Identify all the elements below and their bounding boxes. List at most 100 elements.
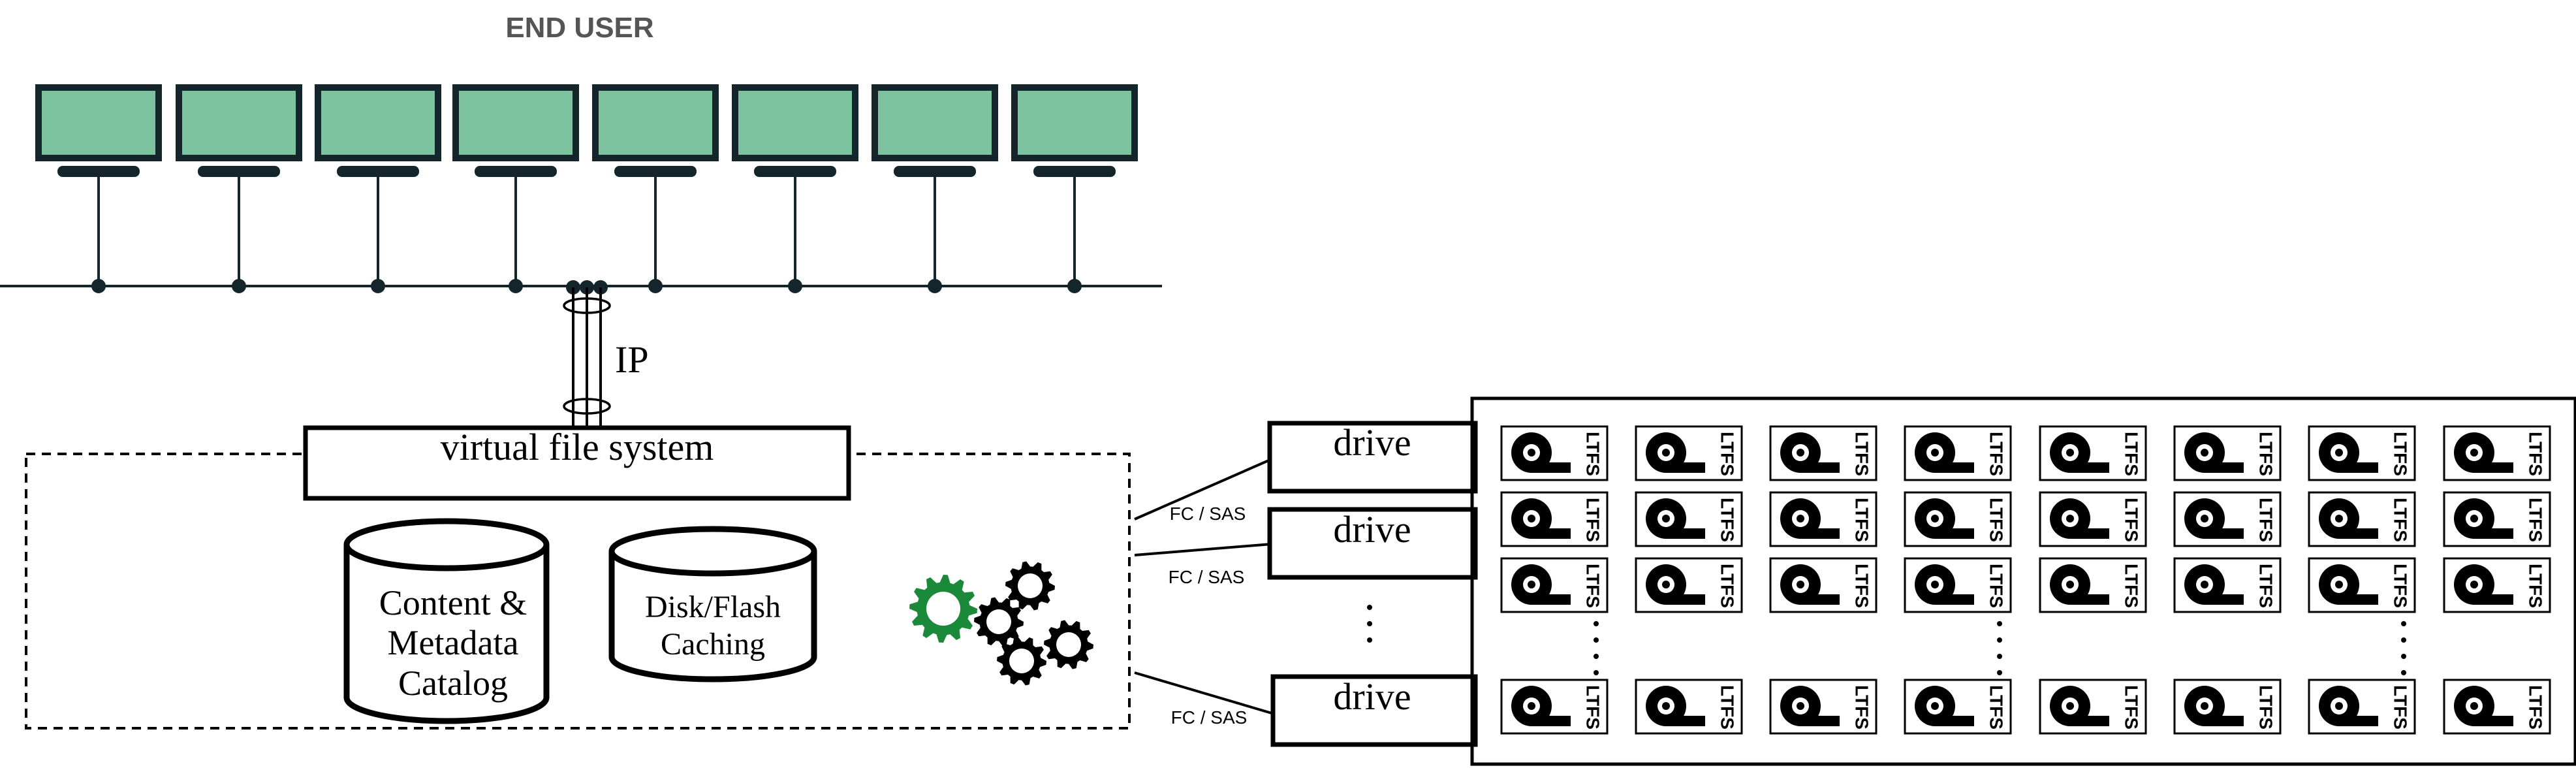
gear-icon — [1044, 620, 1093, 669]
ltfs-label: LTFS — [1987, 498, 2007, 542]
end-user-title: END USER — [505, 12, 653, 44]
ltfs-label: LTFS — [1987, 432, 2007, 476]
ltfs-label: LTFS — [2256, 685, 2276, 730]
ltfs-label: LTFS — [1852, 498, 1872, 542]
ltfs-tape-cartridge: LTFS — [2173, 491, 2282, 547]
ltfs-label: LTFS — [2526, 498, 2546, 542]
ltfs-tape-cartridge: LTFS — [1635, 679, 1743, 735]
ltfs-label: LTFS — [1852, 564, 1872, 608]
catalog-label-line-1: Content & — [379, 583, 527, 622]
tape-column-ellipsis — [1997, 621, 2002, 675]
ltfs-label: LTFS — [1852, 685, 1872, 730]
ltfs-label: LTFS — [2256, 564, 2276, 608]
ltfs-label: LTFS — [2122, 432, 2142, 476]
ltfs-label: LTFS — [2256, 498, 2276, 542]
client-monitor — [732, 84, 858, 293]
tape-library-slots: LTFS LTFS LTFS LTFS LTFS LTFS LTFS LTFS LTFS LTFS… — [1500, 425, 2551, 735]
ltfs-label: LTFS — [1583, 685, 1603, 730]
ltfs-tape-cartridge: LTFS — [1635, 491, 1743, 547]
cache-label-line-2: Caching — [661, 627, 765, 662]
ltfs-tape-cartridge: LTFS — [2173, 425, 2282, 481]
ltfs-label: LTFS — [2526, 432, 2546, 476]
ltfs-tape-cartridge: LTFS — [2308, 491, 2416, 547]
ltfs-label: LTFS — [2391, 432, 2411, 476]
ltfs-label: LTFS — [1987, 685, 2007, 730]
ltfs-tape-cartridge: LTFS — [1769, 491, 1877, 547]
ltfs-label: LTFS — [1718, 564, 1738, 608]
cache-storage-icon — [608, 526, 817, 682]
ltfs-tape-cartridge: LTFS — [2308, 557, 2416, 613]
ltfs-label: LTFS — [1718, 685, 1738, 730]
ltfs-label: LTFS — [1852, 432, 1872, 476]
ltfs-label: LTFS — [2122, 564, 2142, 608]
catalog-label-line-3: Catalog — [398, 664, 508, 703]
ltfs-tape-cartridge: LTFS — [1769, 425, 1877, 481]
ltfs-tape-cartridge: LTFS — [2039, 679, 2147, 735]
ltfs-tape-cartridge: LTFS — [2443, 425, 2551, 481]
ltfs-label: LTFS — [2526, 564, 2546, 608]
ltfs-label: LTFS — [1583, 498, 1603, 542]
client-monitor — [35, 84, 162, 293]
ltfs-tape-cartridge: LTFS — [2443, 491, 2551, 547]
drive-box-1 — [1267, 421, 1478, 494]
catalog-database-icon — [343, 518, 550, 724]
ltfs-tape-cartridge: LTFS — [2039, 425, 2147, 481]
ltfs-tape-cartridge: LTFS — [1635, 557, 1743, 613]
ltfs-label: LTFS — [2256, 432, 2276, 476]
ltfs-tape-cartridge: LTFS — [2039, 557, 2147, 613]
ltfs-label: LTFS — [1987, 564, 2007, 608]
catalog-label-line-2: Metadata — [388, 623, 519, 662]
ltfs-label: LTFS — [2526, 685, 2546, 730]
tape-library-frame — [1470, 396, 2576, 766]
drive-ellipsis — [1367, 605, 1372, 643]
client-monitor — [592, 84, 719, 293]
gear-icon — [997, 636, 1046, 686]
ltfs-label: LTFS — [2391, 685, 2411, 730]
ltfs-tape-cartridge: LTFS — [1500, 679, 1609, 735]
drive-box-3 — [1270, 674, 1478, 747]
drive-label-3: drive — [1333, 675, 1411, 718]
ltfs-label: LTFS — [1583, 564, 1603, 608]
ltfs-tape-cartridge: LTFS — [1904, 679, 2012, 735]
ip-trunk — [563, 280, 611, 429]
gear-icon — [1005, 561, 1055, 611]
client-monitor — [315, 84, 441, 293]
virtual-file-system-label: virtual file system — [441, 426, 714, 468]
client-monitor — [452, 84, 579, 293]
ltfs-tape-cartridge: LTFS — [1635, 425, 1743, 481]
gear-icon — [974, 597, 1024, 647]
ltfs-tape-cartridge: LTFS — [2443, 679, 2551, 735]
drive-label-1: drive — [1333, 421, 1411, 464]
end-user-monitors — [35, 84, 1138, 293]
ip-label: IP — [615, 338, 649, 381]
ltfs-label: LTFS — [2122, 685, 2142, 730]
processing-gears-icon — [909, 561, 1093, 686]
drive-link-line-2 — [1134, 543, 1272, 556]
ltfs-label: LTFS — [2391, 498, 2411, 542]
ltfs-tape-cartridge: LTFS — [1904, 425, 2012, 481]
ltfs-label: LTFS — [2122, 498, 2142, 542]
ltfs-label: LTFS — [1718, 498, 1738, 542]
ltfs-tape-cartridge: LTFS — [1769, 557, 1877, 613]
ltfs-tape-cartridge: LTFS — [1769, 679, 1877, 735]
ltfs-tape-cartridge: LTFS — [2308, 425, 2416, 481]
ltfs-tape-cartridge: LTFS — [2308, 679, 2416, 735]
drive-link-label-1: FC / SAS — [1170, 504, 1246, 524]
ltfs-tape-cartridge: LTFS — [2039, 491, 2147, 547]
gear-icon — [909, 575, 977, 643]
drive-label-2: drive — [1333, 508, 1411, 551]
ltfs-label: LTFS — [1718, 432, 1738, 476]
virtual-file-system-box — [303, 425, 851, 501]
ltfs-tape-cartridge: LTFS — [1904, 557, 2012, 613]
ltfs-tape-cartridge: LTFS — [1500, 425, 1609, 481]
drive-link-line-3 — [1134, 671, 1272, 714]
drive-box-2 — [1267, 507, 1478, 580]
drive-link-label-3: FC / SAS — [1171, 707, 1248, 728]
client-monitor — [176, 84, 302, 293]
ltfs-tape-cartridge: LTFS — [1500, 557, 1609, 613]
tape-column-ellipsis — [1594, 621, 1599, 675]
tape-column-ellipsis — [2401, 621, 2406, 675]
client-monitor — [1011, 84, 1138, 293]
cache-label-line-1: Disk/Flash — [645, 590, 781, 624]
